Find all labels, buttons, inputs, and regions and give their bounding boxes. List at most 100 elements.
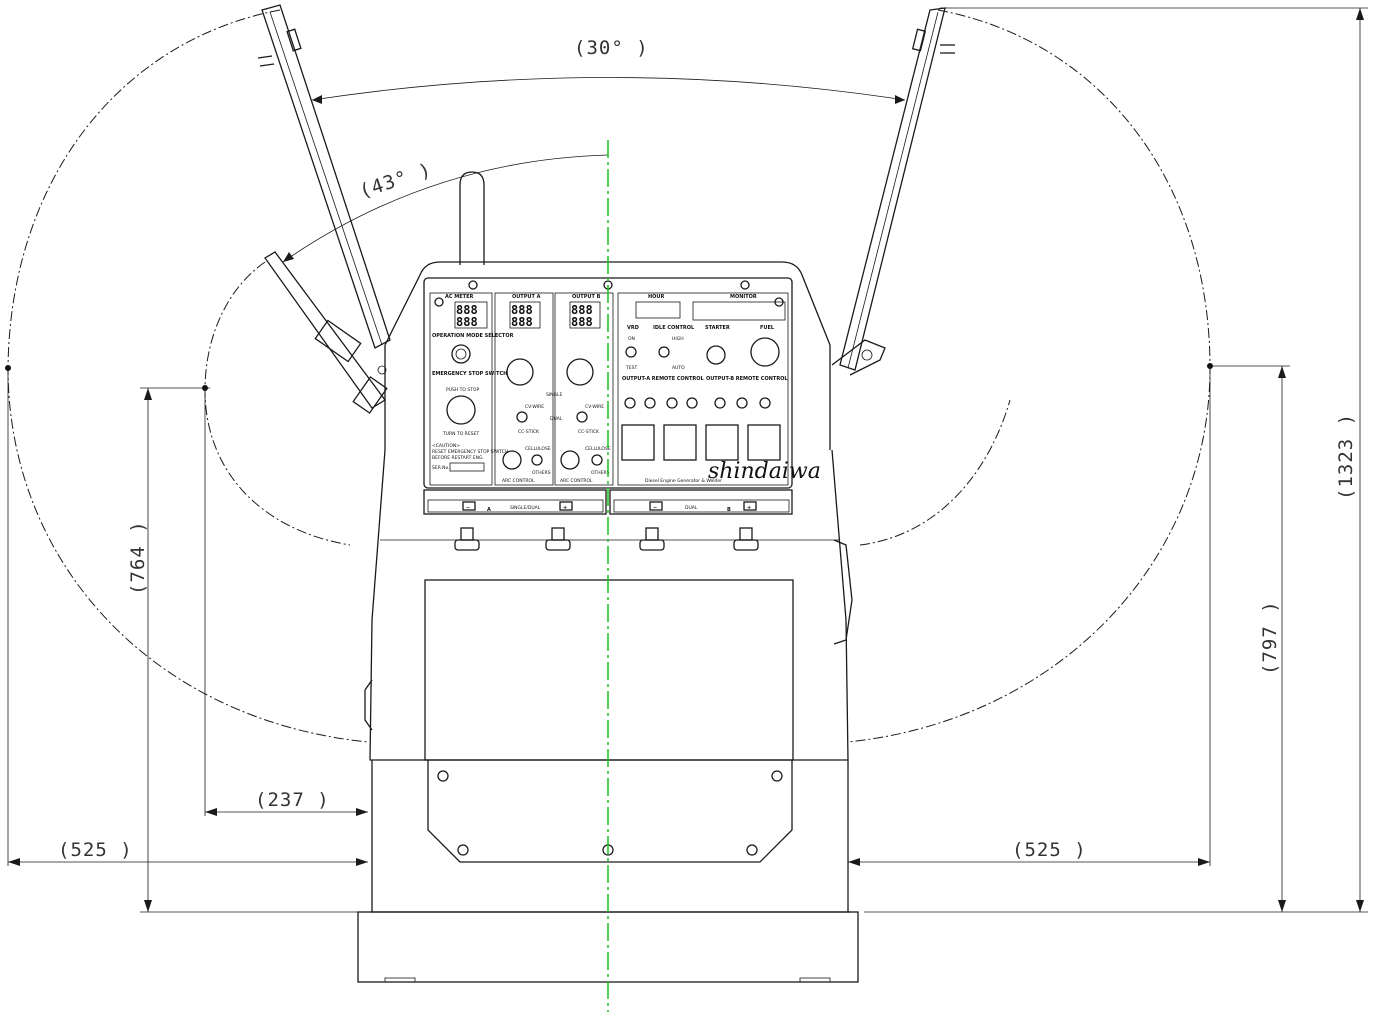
mode-selector-switch[interactable] (451, 344, 471, 364)
starter-label: STARTER (705, 325, 730, 331)
machine-body (357, 261, 859, 983)
cellulose-label-b: CELLULOSE (585, 446, 611, 452)
serial-no-plate (449, 462, 485, 472)
top-cover-left-slope (384, 274, 421, 346)
dual-label: DUAL (550, 416, 563, 422)
idle-auto-label: AUTO (672, 365, 685, 371)
outer-swing-arc-left (7, 9, 369, 743)
bolt (457, 844, 469, 856)
arc-selector-a[interactable] (531, 454, 543, 466)
cv-wire-label-b: CV-WIRE (585, 404, 604, 410)
output-a-display (509, 301, 541, 329)
angle-label-inner: (43° ) (357, 159, 435, 203)
terminal-plate-a (423, 489, 607, 515)
output-b-digits-top: 888 (571, 303, 593, 317)
angle-arc-43 (282, 154, 609, 263)
output-b-label: OUTPUT B (572, 294, 601, 300)
remote-socket-2[interactable] (663, 424, 697, 461)
angle-arc-30 (311, 77, 906, 101)
turn-to-reset-label: TURN TO RESET (442, 431, 479, 437)
vrd-label: VRD (627, 325, 639, 331)
fuel-gauge (750, 337, 780, 367)
angle-label-outer: (30° ) (574, 37, 649, 59)
cc-stick-label-a: CC-STICK (518, 429, 540, 435)
bolt (746, 844, 758, 856)
fuel-label: FUEL (760, 325, 775, 331)
remote-socket-3[interactable] (705, 424, 739, 461)
output-b-remote-label: OUTPUT-B REMOTE CONTROL (706, 376, 788, 382)
hour-label: HOUR (648, 294, 664, 300)
emergency-stop-button[interactable] (446, 395, 476, 425)
dim-inner-offset: (237 ) (255, 789, 330, 811)
caution-line-1: <CAUTION> (432, 443, 460, 449)
front-bottom-plate (427, 760, 793, 863)
arc-control-dial-b[interactable] (560, 450, 580, 470)
starter-key-switch[interactable] (706, 345, 726, 365)
side-panels (369, 449, 849, 761)
output-b-current-dial[interactable] (566, 358, 594, 386)
arc-selector-b[interactable] (591, 454, 603, 466)
terminal-post[interactable] (639, 527, 665, 551)
monitor-label: MONITOR (730, 294, 757, 300)
others-label-a: OTHERS (532, 470, 551, 476)
terminal-post[interactable] (545, 527, 571, 551)
terminal-a-plus: + (563, 505, 567, 511)
push-to-stop-label: PUSH TO STOP (446, 387, 480, 393)
terminal-post[interactable] (454, 527, 480, 551)
vrd-on-label: ON (628, 336, 635, 342)
front-lower-cover (424, 579, 794, 761)
cv-wire-label-a: CV-WIRE (525, 404, 544, 410)
lifting-handle (459, 171, 485, 265)
arc-control-label-a: ARC CONTROL (502, 478, 535, 484)
ac-meter-display (454, 301, 488, 329)
mode-switch-a[interactable] (516, 411, 528, 423)
output-a-current-dial[interactable] (506, 358, 534, 386)
right-door (831, 7, 955, 376)
dim-total-height: (1323 ) (1335, 413, 1357, 500)
output-a-remote-label: OUTPUT-A REMOTE CONTROL (622, 376, 704, 382)
hour-meter (635, 301, 681, 319)
terminal-b-plus: + (747, 505, 751, 511)
bolt (771, 770, 783, 782)
terminal-a-letter: A (487, 507, 491, 513)
top-cover (419, 261, 831, 346)
ac-meter-digits-bottom: 888 (456, 315, 478, 329)
angle-dimensions: (30° ) (43° ) (282, 37, 906, 263)
single-label: SINGLE (546, 392, 563, 398)
single-dual-label: SINGLE/DUAL (510, 505, 541, 511)
vrd-switch[interactable] (625, 346, 637, 358)
output-b-digits-bottom: 888 (571, 315, 593, 329)
cellulose-label-a: CELLULOSE (525, 446, 551, 452)
output-b-display (569, 301, 601, 329)
terminal-plate-b (609, 489, 793, 515)
serial-no-label: SER.No. (432, 465, 450, 471)
caution-line-2: RESET EMERGENCY STOP SWITCH (432, 449, 508, 455)
ac-meter-digits-top: 888 (456, 303, 478, 317)
door-swing-arcs (7, 9, 1211, 743)
caution-line-3: BEFORE RESTART ENG. (432, 455, 484, 461)
remote-socket-4[interactable] (747, 424, 781, 461)
control-panel: AC METER 888 888 OPERATION MODE SELECTOR… (423, 277, 821, 489)
mode-switch-b[interactable] (576, 411, 588, 423)
output-a-digits-top: 888 (511, 303, 533, 317)
remote-socket-1[interactable] (621, 424, 655, 461)
terminal-b-letter: B (727, 507, 731, 513)
inner-swing-arc-right (859, 399, 1011, 546)
others-label-b: OTHERS (591, 470, 610, 476)
bolt (437, 770, 449, 782)
terminal-strip: − A SINGLE/DUAL + − DUAL B + (380, 489, 840, 551)
dim-right-height: (797 ) (1259, 600, 1281, 675)
idle-control-switch[interactable] (658, 346, 670, 358)
dim-right-width: (525 ) (1012, 839, 1087, 861)
cc-stick-label-b: CC-STICK (578, 429, 600, 435)
arc-control-dial-a[interactable] (502, 450, 522, 470)
arc-control-label-b: ARC CONTROL (560, 478, 593, 484)
idle-control-label: IDLE CONTROL (653, 325, 695, 331)
brand-logo: shindaiwa (708, 459, 821, 484)
dual-only-label: DUAL (685, 505, 698, 511)
output-a-digits-bottom: 888 (511, 315, 533, 329)
terminal-post[interactable] (733, 527, 759, 551)
output-a-label: OUTPUT A (512, 294, 541, 300)
